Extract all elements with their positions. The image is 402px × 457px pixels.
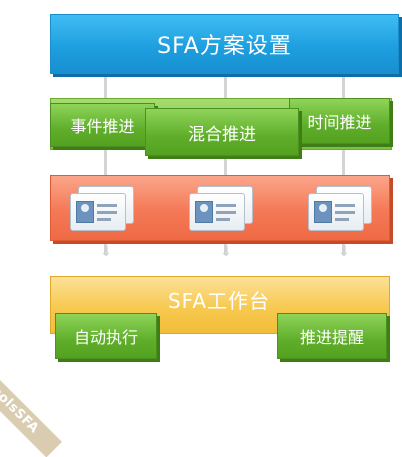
- advance-reminder-button[interactable]: 推进提醒: [277, 313, 387, 359]
- sfa-scheme-settings-bar[interactable]: SFA方案设置: [50, 14, 399, 74]
- avatar-icon: [76, 201, 94, 223]
- auto-execute-label: 自动执行: [73, 328, 138, 347]
- watermark-ribbon: XToolsSFA: [0, 350, 62, 457]
- event-trigger-button[interactable]: 事件推进: [50, 103, 155, 147]
- auto-execute-button[interactable]: 自动执行: [55, 313, 157, 359]
- arrow-down-icon: ⇩: [220, 244, 232, 260]
- arrow-down-icon: ⇩: [338, 244, 350, 260]
- connector-middle: [224, 72, 227, 255]
- customer-card-icon: [70, 186, 134, 231]
- arrow-down-icon: ⇩: [100, 244, 112, 260]
- time-trigger-label: 时间推进: [307, 113, 372, 132]
- avatar-icon: [195, 201, 213, 223]
- customer-card-icon: [308, 186, 372, 231]
- customer-card-icon: [189, 186, 253, 231]
- connector-right: [342, 72, 345, 255]
- event-trigger-label: 事件推进: [70, 117, 135, 136]
- sfa-scheme-settings-label: SFA方案设置: [157, 34, 292, 59]
- mixed-trigger-label: 混合推进: [188, 124, 256, 145]
- avatar-icon: [314, 201, 332, 223]
- connector-left: [104, 72, 107, 255]
- mixed-trigger-button[interactable]: 混合推进: [145, 108, 299, 156]
- time-trigger-button[interactable]: 时间推进: [289, 98, 390, 144]
- advance-reminder-label: 推进提醒: [299, 328, 364, 347]
- sfa-workbench-label: SFA工作台: [167, 289, 271, 313]
